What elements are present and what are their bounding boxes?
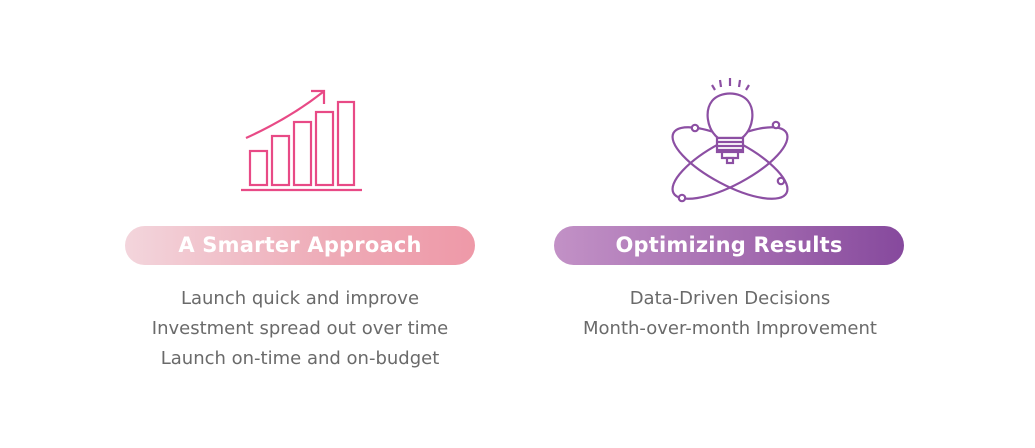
bullet-list-optimizing-results: Data-Driven Decisions Month-over-month I… xyxy=(530,284,930,344)
badge-title: A Smarter Approach xyxy=(178,233,422,257)
lightbulb-orbit-icon xyxy=(671,78,789,203)
badge-smarter-approach: A Smarter Approach xyxy=(125,226,475,265)
list-item: Month-over-month Improvement xyxy=(583,318,877,339)
bullet-list-smarter-approach: Launch quick and improve Investment spre… xyxy=(100,284,500,374)
badge-title: Optimizing Results xyxy=(615,233,843,257)
list-item: Investment spread out over time xyxy=(151,318,449,339)
list-item: Launch on-time and on-budget xyxy=(160,348,440,369)
list-item: Launch quick and improve xyxy=(180,288,420,309)
growth-bar-chart-icon xyxy=(241,89,362,192)
badge-optimizing-results: Optimizing Results xyxy=(554,226,904,265)
list-item: Data-Driven Decisions xyxy=(629,288,831,309)
